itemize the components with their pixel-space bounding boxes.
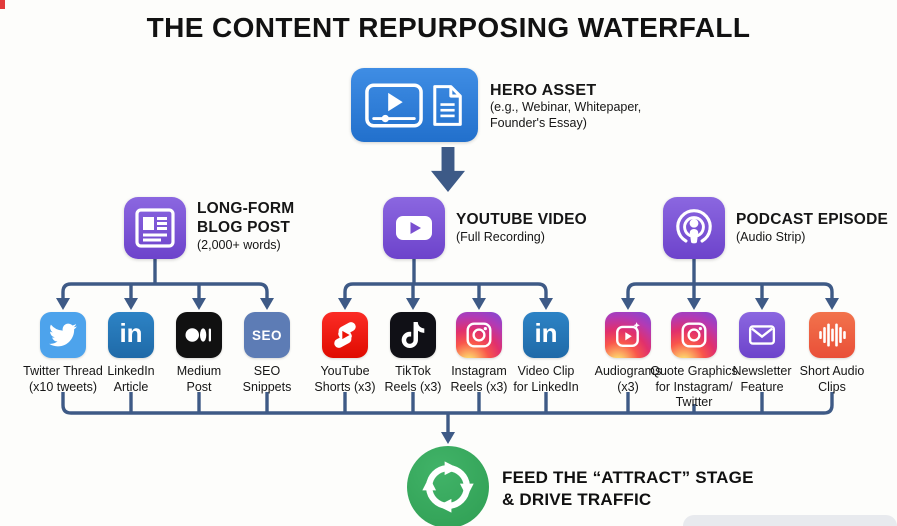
seo-glyph: SEO — [251, 327, 282, 343]
hero-asset-node — [351, 68, 478, 142]
node-subtitle: (Audio Strip) — [736, 230, 806, 244]
youtube-shorts-icon — [322, 312, 368, 358]
hero-asset-title: HERO ASSET — [490, 82, 597, 99]
leaf-label: SEO Snippets — [222, 364, 312, 395]
node-subtitle: (2,000+ words) — [197, 238, 281, 252]
leaf-label-line: Reels (x3) — [450, 379, 508, 394]
bottom-right-artifact — [683, 515, 897, 526]
leaf-label-line: (x3) — [617, 379, 639, 394]
instagram-icon — [456, 312, 502, 358]
leaf-label: Twitter Thread (x10 tweets) — [14, 364, 112, 395]
leaf-label: Short Audio Clips — [787, 364, 877, 395]
linkedin-icon: in — [108, 312, 154, 358]
blog-post-label: LONG-FORM BLOG POST (2,000+ words) — [197, 199, 294, 253]
leaf-label-line: Twitter — [675, 395, 713, 409]
hero-down-arrow — [431, 147, 465, 192]
node-subtitle: (Full Recording) — [456, 230, 545, 244]
leaf-label: Quote Graphics for Instagram/ Twitter — [639, 364, 749, 411]
leaf-label-line: Reels (x3) — [384, 379, 442, 394]
youtube-video-node — [383, 197, 445, 259]
blog-post-node — [124, 197, 186, 259]
leaf-label-line: Post — [186, 379, 212, 394]
leaf-label: Instagram Reels (x3) — [434, 364, 524, 395]
podcast-icon — [676, 209, 712, 244]
blog-document-icon — [135, 208, 175, 248]
document-icon — [432, 84, 462, 126]
medium-icon — [176, 312, 222, 358]
leaf-label-line: YouTube — [320, 364, 370, 378]
leaf-label-line: Clips — [818, 379, 846, 394]
instagram-reels-icon — [605, 312, 651, 358]
leaf-label-line: Snippets — [242, 379, 292, 394]
leaf-label: Medium Post — [154, 364, 244, 395]
leaf-label-line: Newsletter — [732, 364, 792, 378]
linkedin-in-glyph: in — [534, 318, 558, 348]
leaf-label-line: Audiograms — [594, 364, 662, 378]
diagram-title: THE CONTENT REPURPOSING WATERFALL — [146, 12, 751, 43]
node-title: PODCAST EPISODE — [736, 211, 888, 228]
leaf-label: Video Clip for LinkedIn — [501, 364, 591, 395]
footer-label-line: FEED THE “ATTRACT” STAGE — [502, 468, 754, 487]
leaf-label: LinkedIn Article — [86, 364, 176, 395]
leaf-label-line: Twitter Thread — [23, 364, 103, 378]
leaf-label-line: Shorts (x3) — [314, 379, 376, 394]
leaf-label-line: Video Clip — [517, 364, 575, 378]
leaf-label: YouTube Shorts (x3) — [300, 364, 390, 395]
instagram-icon — [671, 312, 717, 358]
feed-attract-stage-node — [407, 446, 489, 526]
envelope-icon — [739, 312, 785, 358]
audio-waveform-icon — [809, 312, 855, 358]
leaf-label-line: TikTok — [395, 364, 431, 378]
feed-attract-stage-label: FEED THE “ATTRACT” STAGE & DRIVE TRAFFIC — [502, 467, 754, 511]
leaf-label-line: for LinkedIn — [513, 379, 579, 394]
linkedin-in-glyph: in — [119, 318, 143, 348]
node-title: BLOG POST — [197, 219, 291, 236]
leaf-label: Newsletter Feature — [717, 364, 807, 395]
leaf-label-line: for Instagram/ — [655, 379, 733, 394]
leaf-label: TikTok Reels (x3) — [368, 364, 458, 395]
leaf-label-line: Instagram — [451, 364, 507, 378]
leaf-label-line: Medium — [176, 364, 222, 378]
leaf-label-line: LinkedIn — [107, 364, 155, 378]
twitter-icon — [40, 312, 86, 358]
linkedin-icon: in — [523, 312, 569, 358]
leaf-label: Audiograms (x3) — [578, 364, 678, 395]
node-title: LONG-FORM — [197, 200, 295, 217]
seo-badge-icon: SEO — [244, 312, 290, 358]
node-title: YOUTUBE VIDEO — [456, 211, 587, 228]
recycle-arrows-icon — [417, 461, 479, 518]
hero-asset-subtitle: Founder's Essay) — [490, 115, 587, 130]
leaf-label-line: Feature — [740, 379, 784, 394]
youtube-video-label: YOUTUBE VIDEO (Full Recording) — [456, 210, 587, 245]
leaf-label-line: Quote Graphics — [650, 364, 738, 378]
podcast-episode-label: PODCAST EPISODE (Audio Strip) — [736, 210, 888, 245]
tiktok-icon — [390, 312, 436, 358]
leaf-label-line: Short Audio — [799, 364, 865, 378]
hero-asset-subtitle: (e.g., Webinar, Whitepaper, — [490, 100, 642, 114]
hero-asset-label: HERO ASSET (e.g., Webinar, Whitepaper, F… — [490, 82, 641, 131]
screen-corner-artifact — [0, 0, 5, 9]
leaf-label-line: SEO — [253, 364, 281, 378]
leaf-label-line: (x10 tweets) — [28, 379, 98, 394]
footer-label-line: & DRIVE TRAFFIC — [502, 490, 652, 509]
video-player-icon — [364, 82, 423, 128]
youtube-play-icon — [396, 216, 432, 240]
podcast-episode-node — [663, 197, 725, 259]
leaf-label-line: Article — [113, 379, 149, 394]
